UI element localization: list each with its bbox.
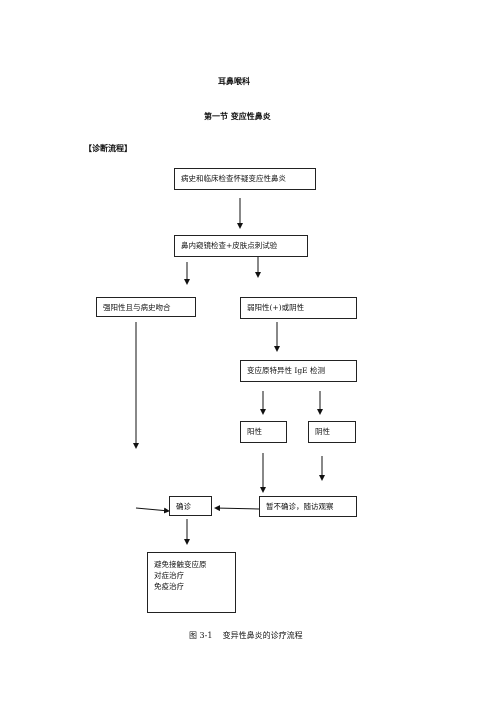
node-follow-up: 暂不确诊，随访观察 bbox=[259, 496, 357, 517]
node-endoscopy-skin-test: 鼻内窥镜检查+皮肤点刺试验 bbox=[174, 235, 308, 257]
treatment-line-immuno: 免疫治疗 bbox=[154, 582, 184, 591]
node-weak-positive-or-negative: 弱阳性(+)或阴性 bbox=[240, 297, 357, 319]
node-positive: 阳性 bbox=[240, 421, 287, 443]
department-title: 耳鼻喉科 bbox=[218, 77, 250, 86]
node-negative: 阴性 bbox=[308, 421, 356, 443]
treatment-line-avoid: 避免接触变应原 bbox=[154, 560, 207, 569]
node-strong-positive: 强阳性且与病史吻合 bbox=[96, 297, 196, 317]
figure-caption: 图 3-1 变异性鼻炎的诊疗流程 bbox=[189, 631, 303, 640]
node-treatment: 避免接触变应原 对症治疗 免疫治疗 bbox=[147, 552, 236, 613]
node-diagnosis: 确诊 bbox=[169, 496, 212, 516]
node-ige-test: 变应原特异性 IgE 检测 bbox=[240, 360, 357, 382]
node-history-suspicion: 病史和临床检查怀疑变应性鼻炎 bbox=[174, 168, 316, 190]
section-title: 第一节 变应性鼻炎 bbox=[204, 112, 271, 121]
arrow-left-to-diagnosis bbox=[135, 507, 170, 514]
flow-subheading: 【诊断流程】 bbox=[84, 144, 132, 153]
treatment-line-symptomatic: 对症治疗 bbox=[154, 571, 184, 580]
arrow-observe-to-diagnosis bbox=[214, 505, 260, 512]
